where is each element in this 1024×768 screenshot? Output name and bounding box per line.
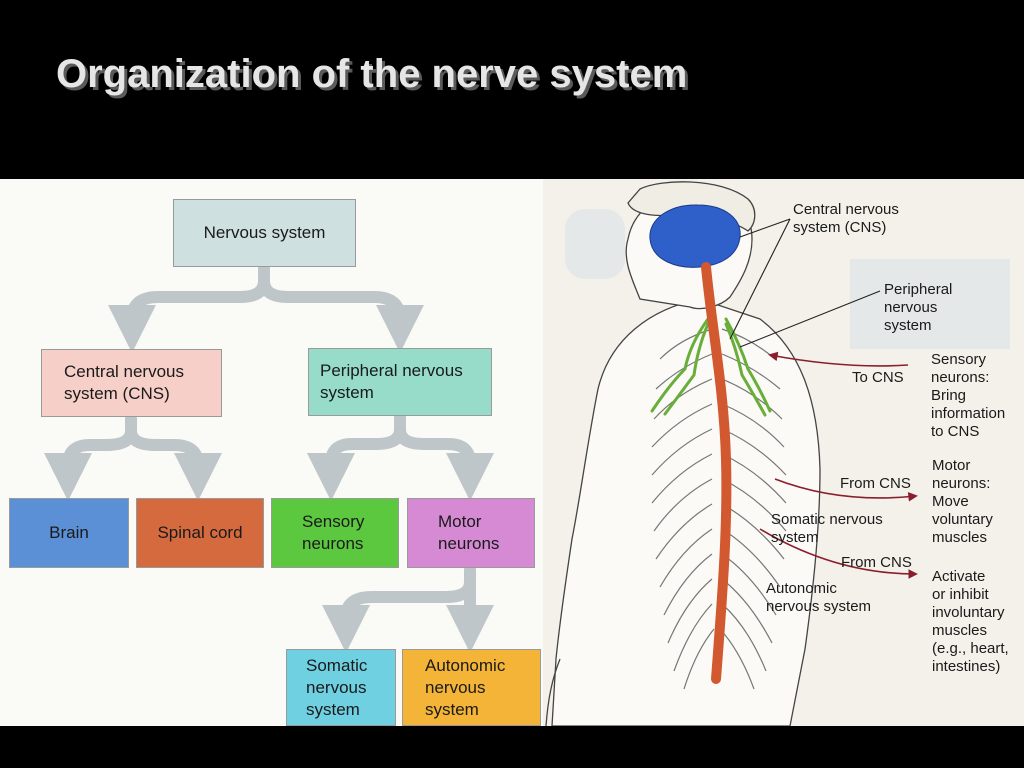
brain-label: Brain	[49, 523, 89, 542]
signal-arrows	[759, 351, 918, 579]
somatic-box: Somatic nervous system	[286, 649, 396, 726]
arrow-pns-to-motor	[394, 424, 494, 501]
peripheral-nerves	[650, 317, 772, 417]
flow-arrows	[43, 263, 494, 653]
slide-title: Organization of the nerve system	[56, 52, 688, 96]
brain-box: Brain	[9, 498, 129, 568]
figure-area: Nervous system Central nervous system (C…	[0, 179, 1024, 726]
spinal-cord-shape	[701, 262, 732, 684]
motor-neurons-label: Motor neurons	[438, 512, 500, 553]
spinal-cord-box: Spinal cord	[136, 498, 264, 568]
leader-lines	[729, 218, 881, 348]
arrow-cns-to-spinal	[125, 425, 222, 501]
cns-box: Central nervous system (CNS)	[41, 349, 222, 417]
nervous-system-box: Nervous system	[173, 199, 356, 267]
body-illustration	[545, 181, 1010, 726]
motor-neurons-box: Motor neurons	[407, 498, 535, 568]
sensory-neurons-label: Sensory neurons	[302, 512, 365, 553]
spinal-cord-label: Spinal cord	[157, 523, 243, 542]
background-figure	[565, 209, 1010, 349]
brain-shape	[649, 204, 741, 268]
cns-label: Central nervous system (CNS)	[64, 362, 185, 403]
sensory-neurons-box: Sensory neurons	[271, 498, 399, 568]
autonomic-box: Autonomic nervous system	[402, 649, 541, 726]
autonomic-label: Autonomic nervous system	[425, 655, 506, 719]
nervous-system-label: Nervous system	[203, 223, 326, 242]
flowchart-panel: Nervous system Central nervous system (C…	[0, 179, 543, 726]
pns-label: Peripheral nervous system	[320, 361, 463, 402]
pns-box: Peripheral nervous system	[308, 348, 492, 416]
arrow-nervous-to-pns	[258, 275, 424, 353]
somatic-label: Somatic nervous system	[306, 655, 368, 719]
